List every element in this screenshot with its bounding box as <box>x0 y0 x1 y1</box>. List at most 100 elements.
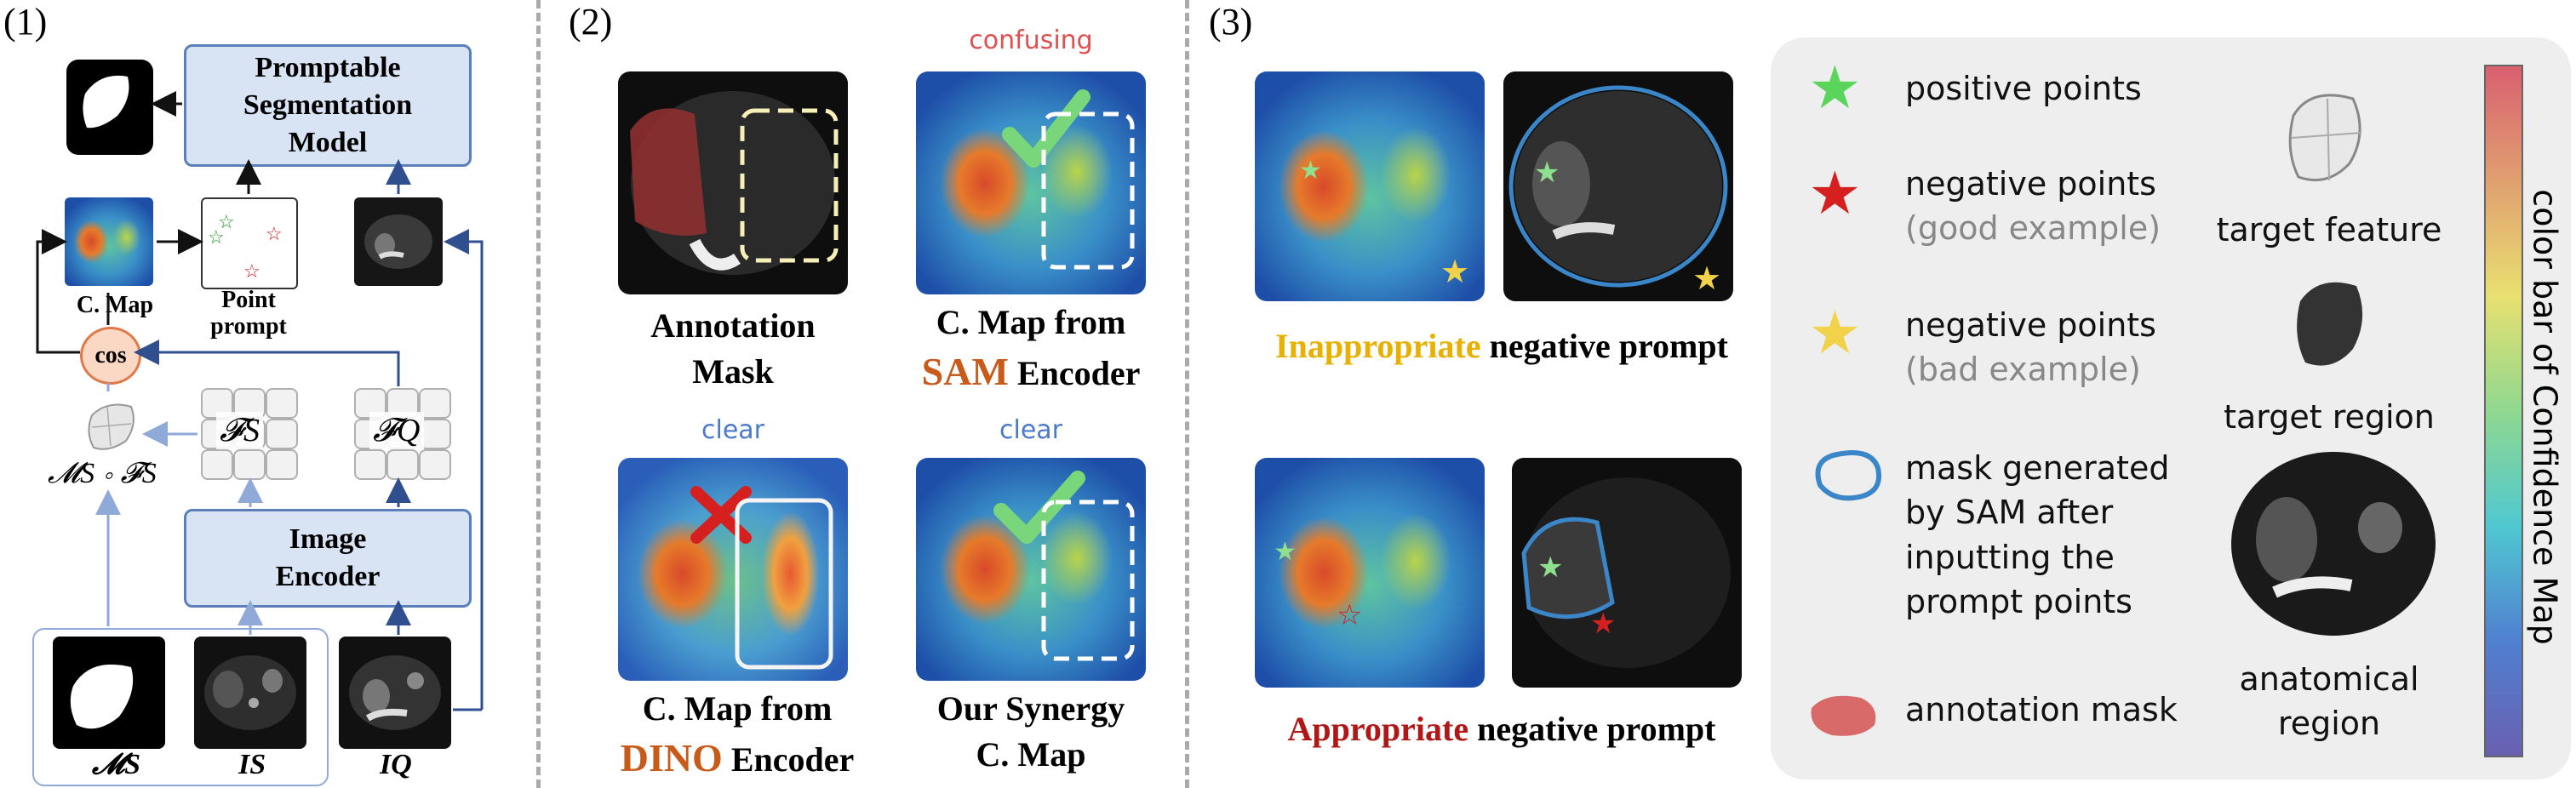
legend-negative-good-1: negative points <box>1905 165 2156 203</box>
annotation-mask-image <box>618 71 848 294</box>
colorbar-text: color bar of Confidence Map <box>2527 189 2564 645</box>
synergy-map-label: Our Synergy C. Map <box>907 686 1154 778</box>
svg-text:☆: ☆ <box>208 226 225 248</box>
query-image-bottom <box>339 637 451 749</box>
synergy-line2: C. Map <box>976 735 1086 774</box>
svg-text:★: ★ <box>1590 608 1616 640</box>
dino-top-label: clear <box>701 415 764 445</box>
legend-target-feature: target feature <box>2216 211 2442 248</box>
legend-negative-good: negative points (good example) <box>1905 162 2161 251</box>
sam-top-label: confusing <box>969 26 1093 55</box>
sam-word: SAM <box>921 350 1009 393</box>
legend-target-region: target region <box>2224 398 2435 436</box>
support-mask-image <box>53 637 165 749</box>
legend-anatomical: anatomical region <box>2201 657 2457 746</box>
anatomical-region-icon <box>2227 446 2440 642</box>
appropriate-rest: negative prompt <box>1477 710 1716 748</box>
legend-mask: mask generated by SAM after inputting th… <box>1905 446 2169 625</box>
cos-label: cos <box>94 342 127 368</box>
point-prompt-box: ☆ ☆ ☆ ☆ <box>201 197 298 289</box>
inappropriate-label: Inappropriate negative prompt <box>1255 323 1749 369</box>
masked-feature-icon <box>82 398 143 458</box>
image-encoder-box: Image Encoder <box>184 509 472 608</box>
sam-map-label: C. Map from SAM Encoder <box>907 300 1154 398</box>
output-mask-image <box>66 60 153 155</box>
sam-confidence-map <box>916 71 1146 294</box>
synergy-top-label: clear <box>999 415 1062 445</box>
legend-mask-1: mask generated <box>1905 449 2170 487</box>
legend-mask-3: inputting the <box>1905 538 2115 576</box>
legend-mask-4: prompt points <box>1905 583 2132 621</box>
synergy-line1: Our Synergy <box>936 689 1125 728</box>
sam-mask-outline-icon <box>1803 443 1888 511</box>
svg-text:★: ★ <box>1299 157 1322 185</box>
dino-map-label: C. Map from DINO Encoder <box>610 686 865 785</box>
inappropriate-cmap: ★★ <box>1255 71 1485 301</box>
svg-text:☆: ☆ <box>243 260 260 282</box>
panel-2-number: (2) <box>569 1 613 43</box>
dino-confidence-map <box>618 458 848 681</box>
sam-encoder: Encoder <box>1016 354 1141 392</box>
panel-3-number: (3) <box>1209 1 1253 43</box>
svg-text:★: ★ <box>1534 157 1560 189</box>
appropriate-word: Appropriate <box>1287 710 1469 748</box>
panel-1-arrows <box>36 91 484 711</box>
dino-word: DINO <box>620 736 723 779</box>
inappropriate-sam-mask: ★★ <box>1503 71 1733 301</box>
fq-label: 𝓕Q <box>369 412 424 449</box>
legend-negative-bad-2: (bad example) <box>1905 351 2141 389</box>
separator-2 <box>1185 0 1189 788</box>
ms-fs-label: 𝓜S ∘ 𝓕S <box>48 458 157 489</box>
ms-label: 𝓜S <box>92 749 140 780</box>
legend-negative-bad: negative points (bad example) <box>1905 303 2156 392</box>
promptable-segmentation-model-box: Promptable Segmentation Model <box>184 44 472 167</box>
feature-grid-fq: 𝓕Q <box>354 388 451 480</box>
image-encoder-label: Image Encoder <box>275 522 381 592</box>
dino-encoder: Encoder <box>730 740 855 779</box>
synergy-confidence-map <box>916 458 1146 681</box>
support-image <box>194 637 306 749</box>
appropriate-cmap: ★☆ <box>1255 458 1485 688</box>
inappropriate-rest: negative prompt <box>1489 327 1728 365</box>
target-region-icon <box>2285 267 2379 378</box>
fs-label: 𝓕S <box>216 412 264 449</box>
svg-text:★: ★ <box>1537 552 1563 584</box>
panel-1-number: (1) <box>3 1 48 43</box>
promptable-model-label: Promptable Segmentation Model <box>243 51 413 159</box>
legend-negative-good-2: (good example) <box>1905 209 2161 248</box>
confidence-colorbar <box>2484 65 2523 757</box>
cmap-label: C. Map <box>76 292 154 318</box>
legend-positive: positive points <box>1905 70 2142 107</box>
inappropriate-word: Inappropriate <box>1275 327 1481 365</box>
positive-star-icon: ★ <box>1808 56 1862 122</box>
confidence-map-thumb <box>65 197 153 286</box>
legend-negative-bad-1: negative points <box>1905 306 2156 344</box>
point-prompt-label: Point prompt <box>210 287 287 340</box>
svg-text:☆: ☆ <box>266 223 283 244</box>
svg-text:☆: ☆ <box>218 211 235 232</box>
sam-line1: C. Map from <box>936 303 1126 341</box>
legend-anatomical-2: region <box>2277 705 2381 743</box>
svg-text:★: ★ <box>1440 254 1469 290</box>
dino-line1: C. Map from <box>642 689 833 728</box>
is-label: IS <box>238 749 266 780</box>
annotation-mask-label: Annotation Mask <box>650 306 816 391</box>
svg-text:★: ★ <box>1692 261 1721 297</box>
support-input-group <box>32 628 329 786</box>
legend-annotation: annotation mask <box>1905 691 2178 728</box>
iq-label: IQ <box>380 749 412 780</box>
legend-box <box>1771 37 2571 779</box>
svg-text:☆: ☆ <box>1337 600 1362 631</box>
negative-good-star-icon: ★ <box>1808 162 1862 227</box>
appropriate-sam-mask: ★★ <box>1512 458 1742 688</box>
svg-text:★: ★ <box>1274 538 1297 566</box>
negative-bad-star-icon: ★ <box>1808 301 1862 367</box>
separator-1 <box>536 0 541 788</box>
appropriate-label: Appropriate negative prompt <box>1255 706 1749 752</box>
cos-circle: cos <box>80 327 141 385</box>
legend-mask-2: by SAM after <box>1905 494 2114 532</box>
colorbar-label: color bar of Confidence Map <box>2520 51 2571 783</box>
query-image-top <box>354 197 443 286</box>
annotation-mask-icon <box>1801 686 1886 745</box>
legend-anatomical-1: anatomical <box>2239 660 2419 698</box>
